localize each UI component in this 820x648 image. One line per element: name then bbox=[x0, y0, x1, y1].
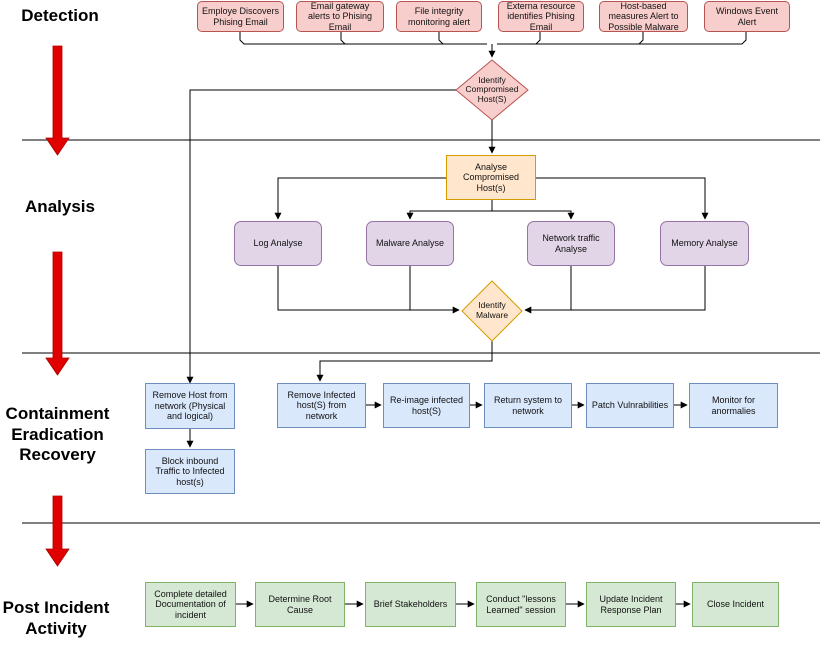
connector bbox=[239, 32, 747, 58]
post-incident-step-box: Brief Stakeholders bbox=[365, 582, 456, 627]
containment-step-box: Patch Vulnrabilities bbox=[586, 383, 674, 428]
post-incident-step-box: Determine Root Cause bbox=[255, 582, 345, 627]
analysis-sub-box: Log Analyse bbox=[234, 221, 322, 266]
connector bbox=[186, 89, 709, 608]
detection-source-box: File integrity monitoring alert bbox=[396, 1, 482, 32]
post-incident-step-box: Conduct "lessons Learned" session bbox=[476, 582, 566, 627]
containment-step-box: Re-image infected host(S) bbox=[383, 383, 470, 428]
containment-step-box: Monitor for anormalies bbox=[689, 383, 778, 428]
phase-label-containment: Containment Eradication Recovery bbox=[0, 404, 115, 466]
containment-block-traffic-box: Block inbound Traffic to Infected host(s… bbox=[145, 449, 235, 494]
phase-arrow-icon bbox=[45, 495, 70, 567]
containment-remove-host-box: Remove Host from network (Physical and l… bbox=[145, 383, 235, 429]
post-incident-step-box: Complete detailed Documentation of incid… bbox=[145, 582, 236, 627]
phase-label-line: Recovery bbox=[19, 445, 96, 465]
analysis-sub-box: Malware Analyse bbox=[366, 221, 454, 266]
analysis-sub-box: Network traffic Analyse bbox=[527, 221, 615, 266]
phase-arrow-icon bbox=[45, 45, 70, 156]
identify-malware-label: Identify Malware bbox=[475, 300, 509, 320]
post-incident-step-box: Close Incident bbox=[692, 582, 779, 627]
analysis-sub-box: Memory Analyse bbox=[660, 221, 749, 266]
phase-label-analysis: Analysis bbox=[25, 197, 95, 216]
identify-host-label: Identify Compromised Host(S) bbox=[465, 74, 519, 104]
phase-label-line: Eradication bbox=[11, 424, 104, 444]
phase-label-line: Activity bbox=[25, 618, 87, 638]
phase-arrow-icon bbox=[45, 251, 70, 376]
containment-step-box: Remove Infected host(S) from network bbox=[277, 383, 366, 428]
detection-source-box: Host-based measures Alert to Possible Ma… bbox=[599, 1, 688, 32]
detection-source-box: Windows Event Alert bbox=[704, 1, 790, 32]
phase-label-line: Post Incident bbox=[2, 598, 110, 617]
phase-label-line: Containment bbox=[5, 404, 110, 423]
detection-source-box: Employe Discovers Phising Email bbox=[197, 1, 284, 32]
phase-label-detection: Detection bbox=[21, 6, 99, 25]
post-incident-step-box: Update Incident Response Plan bbox=[586, 582, 676, 627]
analyse-host-box: Analyse Compromised Host(s) bbox=[446, 155, 536, 200]
detection-source-box: Email gateway alerts to Phising Email bbox=[296, 1, 384, 32]
identify-malware-decision bbox=[461, 280, 523, 342]
detection-source-box: Externa resource identifies Phising Emai… bbox=[498, 1, 584, 32]
phase-label-post-incident: Post Incident Activity bbox=[0, 598, 112, 639]
containment-step-box: Return system to network bbox=[484, 383, 572, 428]
